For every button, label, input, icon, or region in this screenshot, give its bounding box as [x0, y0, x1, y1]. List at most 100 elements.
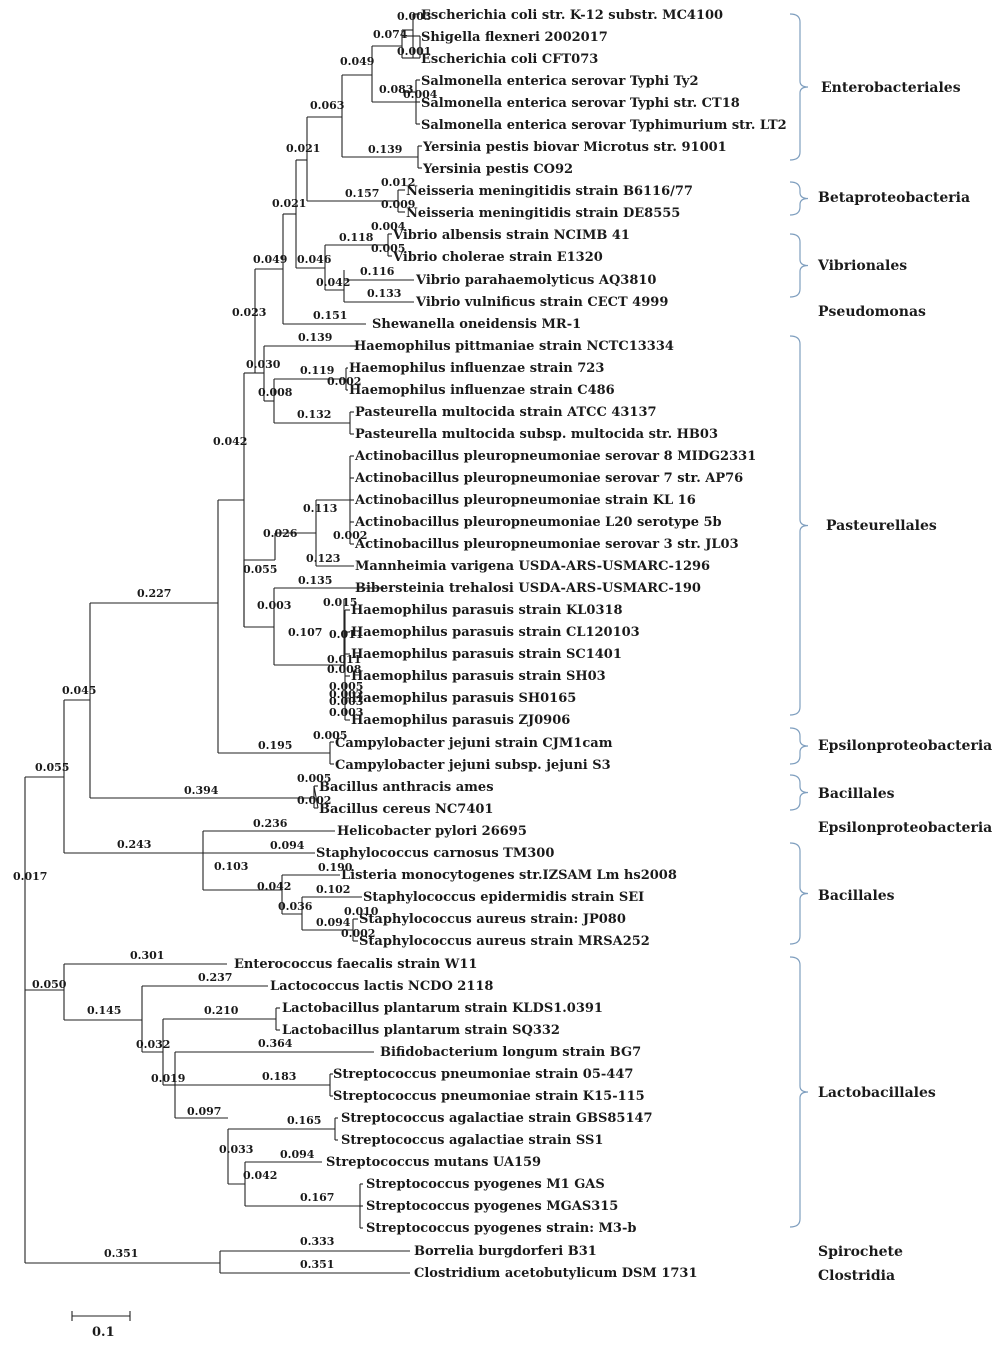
branch-length-label: 0.050	[32, 978, 67, 991]
branch-length-label: 0.237	[198, 971, 232, 984]
branch-length-label: 0.033	[219, 1143, 253, 1156]
taxon-label: Mannheimia varigena USDA-ARS-USMARC-1296	[355, 559, 710, 574]
taxon-label: Streptococcus pneumoniae strain 05-447	[333, 1067, 633, 1082]
taxon-label: Shigella flexneri 2002017	[421, 30, 608, 45]
branch-length-label: 0.002	[297, 794, 331, 807]
tree-branch	[313, 785, 319, 809]
taxon-label: Campylobacter jejuni subsp. jejuni S3	[335, 758, 611, 773]
branch-length-label: 0.094	[270, 839, 305, 852]
branch-length-label: 0.243	[117, 838, 151, 851]
clade-bracket	[789, 774, 809, 811]
tree-branches	[24, 13, 422, 1321]
branch-length-label: 0.094	[280, 1148, 315, 1161]
branch-length-label: 0.210	[204, 1004, 239, 1017]
branch-length-label: 0.005	[297, 772, 331, 785]
clade-bracket	[789, 335, 809, 716]
branch-length-label: 0.083	[379, 83, 413, 96]
branch-length-label: 0.011	[329, 628, 363, 641]
branch-length-labels: 0.0030.0740.0010.0490.0830.0040.0630.139…	[13, 10, 438, 1271]
branch-length-label: 0.004	[403, 88, 438, 101]
branch-length-label: 0.055	[243, 563, 277, 576]
branch-length-label: 0.021	[286, 142, 320, 155]
branch-length-label: 0.351	[300, 1258, 334, 1271]
clade-bracket	[789, 956, 809, 1228]
taxon-label: Bibersteinia trehalosi USDA-ARS-USMARC-1…	[355, 581, 701, 596]
branch-length-label: 0.002	[329, 688, 363, 701]
branch-length-label: 0.002	[327, 375, 361, 388]
branch-length-label: 0.094	[316, 916, 351, 929]
branch-length-label: 0.151	[313, 309, 347, 322]
taxon-label: Haemophilus parasuis ZJ0906	[351, 713, 570, 728]
taxon-label: Streptococcus agalactiae strain GBS85147	[341, 1111, 653, 1126]
taxon-label: Streptococcus pyogenes M1 GAS	[366, 1177, 605, 1192]
branch-length-label: 0.009	[381, 198, 415, 211]
taxon-label: Actinobacillus pleuropneumoniae strain K…	[354, 493, 696, 508]
branch-length-label: 0.011	[327, 653, 361, 666]
clade-group-label: Betaproteobacteria	[818, 190, 970, 206]
branch-length-label: 0.032	[136, 1038, 170, 1051]
scale-bar-label: 0.1	[92, 1325, 115, 1340]
clade-group-label: Bacillales	[818, 888, 895, 904]
branch-length-label: 0.165	[287, 1114, 321, 1127]
branch-length-label: 0.003	[257, 599, 291, 612]
branch-length-label: 0.145	[87, 1004, 121, 1017]
branch-length-label: 0.195	[258, 739, 292, 752]
branch-length-label: 0.030	[246, 358, 281, 371]
taxon-label: Vibrio parahaemolyticus AQ3810	[415, 273, 656, 288]
taxon-label: Salmonella enterica serovar Typhimurium …	[421, 118, 787, 133]
taxon-label: Haemophilus parasuis strain KL0318	[351, 603, 623, 618]
branch-length-label: 0.119	[300, 364, 334, 377]
taxon-label: Vibrio albensis strain NCIMB 41	[392, 228, 630, 243]
branch-length-label: 0.190	[318, 861, 353, 874]
branch-length-label: 0.049	[340, 55, 374, 68]
taxon-label: Haemophilus influenzae strain C486	[349, 383, 615, 398]
clade-group-label: Pasteurellales	[826, 518, 937, 534]
clade-bracket	[789, 233, 809, 298]
branch-length-label: 0.167	[300, 1191, 334, 1204]
taxon-label: Actinobacillus pleuropneumoniae serovar …	[354, 471, 743, 486]
clade-bracket	[789, 727, 809, 765]
branch-length-label: 0.015	[323, 596, 357, 609]
taxon-label: Haemophilus parasuis strain CL120103	[351, 625, 640, 640]
taxon-label: Streptococcus pneumoniae strain K15-115	[333, 1089, 645, 1104]
branch-length-label: 0.394	[184, 784, 219, 797]
clade-group-label: Enterobacteriales	[821, 80, 961, 96]
branch-length-label: 0.118	[339, 231, 374, 244]
branch-length-label: 0.139	[298, 331, 332, 344]
branch-length-label: 0.102	[316, 883, 350, 896]
taxon-label: Lactobacillus plantarum strain KLDS1.039…	[282, 1001, 603, 1016]
taxon-label: Vibrio cholerae strain E1320	[392, 250, 603, 265]
taxon-label: Streptococcus pyogenes strain: M3-b	[366, 1221, 636, 1236]
branch-length-label: 0.113	[303, 502, 337, 515]
branch-length-label: 0.036	[278, 900, 313, 913]
taxon-label: Lactobacillus plantarum strain SQ332	[282, 1023, 560, 1038]
clade-bracket	[789, 181, 809, 216]
taxon-label: Pasteurella multocida subsp. multocida s…	[355, 427, 718, 442]
branch-length-label: 0.010	[344, 905, 379, 918]
branch-length-label: 0.074	[373, 28, 408, 41]
branch-length-label: 0.123	[306, 552, 340, 565]
taxon-label: Streptococcus mutans UA159	[326, 1155, 541, 1170]
taxon-label: Pasteurella multocida strain ATCC 43137	[355, 405, 657, 420]
taxon-label: Haemophilus parasuis strain SC1401	[351, 647, 622, 662]
branch-length-label: 0.301	[130, 949, 164, 962]
taxon-label: Escherichia coli str. K-12 substr. MC410…	[421, 8, 723, 23]
taxon-label: Actinobacillus pleuropneumoniae L20 sero…	[354, 515, 722, 530]
branch-length-label: 0.055	[35, 761, 69, 774]
branch-length-label: 0.135	[298, 574, 332, 587]
branch-length-label: 0.008	[258, 386, 293, 399]
branch-length-label: 0.008	[327, 663, 362, 676]
branch-length-label: 0.042	[213, 435, 247, 448]
taxon-label: Clostridium acetobutylicum DSM 1731	[414, 1266, 698, 1281]
branch-length-label: 0.001	[397, 45, 431, 58]
branch-length-label: 0.017	[13, 870, 47, 883]
branch-length-label: 0.133	[367, 287, 401, 300]
taxon-label: Neisseria meningitidis strain B6116/77	[406, 184, 693, 199]
clade-group-label: Clostridia	[818, 1268, 895, 1284]
branch-length-label: 0.003	[329, 695, 363, 708]
clade-bracket	[789, 842, 809, 945]
clade-groups: EnterobacterialesBetaproteobacteriaVibri…	[789, 13, 992, 1284]
branch-length-label: 0.139	[368, 143, 402, 156]
branch-length-label: 0.042	[257, 880, 291, 893]
